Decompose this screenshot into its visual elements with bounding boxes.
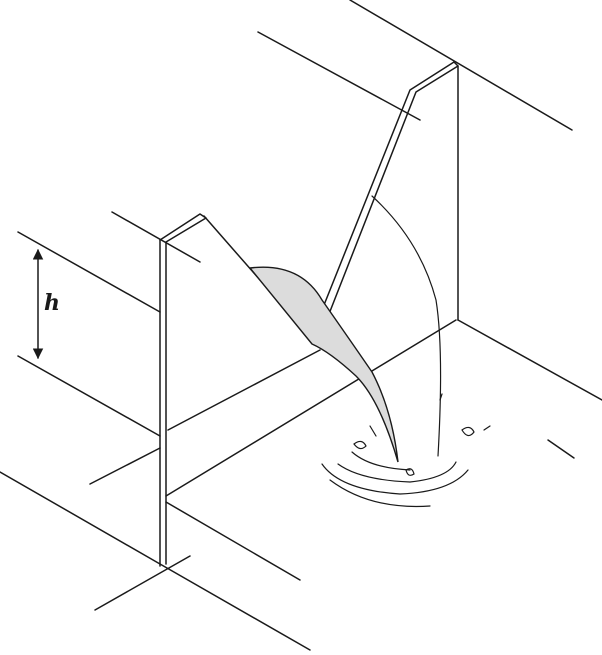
weir-base-front <box>165 501 301 581</box>
weir-plate-top-edge <box>159 213 207 243</box>
ripple-inner <box>351 451 411 471</box>
ripple-bottom <box>329 479 431 508</box>
weir-base-line <box>165 319 457 497</box>
upstream-far-edge-right <box>349 0 573 131</box>
notch-right-side <box>309 61 459 343</box>
height-dimension: h <box>32 248 60 360</box>
notch-right-plate <box>309 61 602 459</box>
splash-streak-1 <box>369 425 377 437</box>
nappe-shaded <box>248 266 399 463</box>
height-label: h <box>44 290 60 316</box>
splash-streak-2 <box>483 425 491 431</box>
crest-level-line <box>17 355 161 437</box>
upstream-far-edge-top <box>257 31 421 121</box>
channel-edges <box>0 0 573 651</box>
splash <box>321 393 491 508</box>
downstream-floor-edge-right <box>457 319 602 401</box>
water-surface-level-line <box>17 231 161 313</box>
floor-cross-line-left <box>89 447 161 485</box>
downstream-dash-right <box>547 439 575 459</box>
left-floor-edge <box>0 471 161 565</box>
weir-plate <box>159 213 457 581</box>
droplet-right <box>461 426 475 437</box>
droplet-bottom <box>405 468 415 476</box>
droplet-left <box>353 440 367 450</box>
upstream-near-edge <box>111 211 201 263</box>
nappe <box>248 195 442 463</box>
floor-front-edge <box>94 555 191 611</box>
ripple-outer <box>321 463 469 495</box>
splash-streak-3 <box>439 393 443 401</box>
downstream-inner-edge <box>167 349 321 431</box>
ripple-middle <box>337 461 457 483</box>
floor-bottom-edge <box>159 563 311 651</box>
